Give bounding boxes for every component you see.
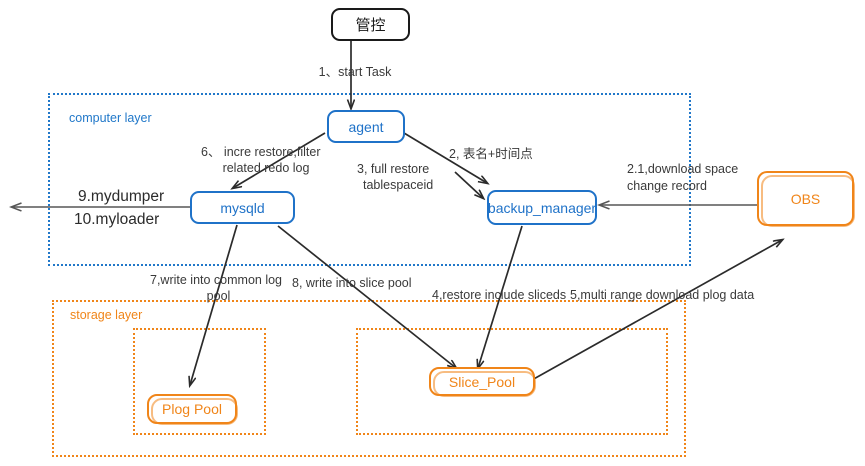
edge-write-into-slice-pool bbox=[277, 225, 456, 368]
edge-label-restore-include-sliceds: 4,restore include sliceds bbox=[432, 288, 567, 302]
slice-pool-group bbox=[356, 328, 668, 435]
plog-pool-group bbox=[133, 328, 266, 435]
node-slice-pool[interactable]: Slice_Pool bbox=[429, 367, 536, 397]
edge-label-download-space-line1: 2.1,download space bbox=[627, 162, 739, 176]
node-plog-pool[interactable]: Plog Pool bbox=[147, 394, 238, 425]
edge-restore-include-sliceds bbox=[478, 225, 523, 368]
node-obs[interactable]: OBS bbox=[757, 171, 855, 227]
edge-label-mydumper: 9.mydumper bbox=[78, 188, 165, 205]
edge-label-start-task: 1、start Task bbox=[318, 65, 392, 79]
node-mysqld[interactable]: mysqld bbox=[190, 191, 295, 224]
computer-layer-container bbox=[48, 93, 691, 266]
node-agent[interactable]: agent bbox=[327, 110, 405, 143]
edge-label-incre-restore-line2: related redo log bbox=[222, 161, 310, 175]
edge-table-time bbox=[403, 132, 487, 183]
storage-layer-container bbox=[52, 300, 686, 457]
edge-label-download-space-line2: change record bbox=[627, 179, 707, 193]
edge-label-write-slice-pool: 8, write into slice pool bbox=[292, 276, 412, 290]
node-guankong[interactable]: 管控 bbox=[331, 8, 410, 41]
edge-label-full-restore-line1: 3, full restore bbox=[357, 162, 430, 176]
storage-layer-label: storage layer bbox=[70, 308, 143, 322]
edge-multi-range-download-plog bbox=[522, 240, 782, 386]
edge-full-restore bbox=[454, 171, 483, 198]
edge-label-write-common-log-line1: 7,write into common log bbox=[150, 273, 283, 287]
edge-label-table-time: 2, 表名+时间点 bbox=[449, 147, 533, 161]
edge-write-common-log-pool bbox=[190, 224, 238, 385]
edge-label-incre-restore-line1: 6、 incre restore,filter bbox=[201, 145, 321, 159]
computer-layer-label: computer layer bbox=[69, 111, 152, 125]
edge-label-myloader: 10.myloader bbox=[74, 211, 160, 228]
edge-label-write-common-log-line2: pool bbox=[206, 289, 231, 303]
edge-label-full-restore-line2: tablespaceid bbox=[363, 178, 434, 192]
node-backup-manager[interactable]: backup_manager bbox=[487, 190, 597, 225]
edge-label-multi-range-download: 5,multi range download plog data bbox=[570, 288, 755, 302]
edge-incre-restore bbox=[233, 132, 326, 188]
